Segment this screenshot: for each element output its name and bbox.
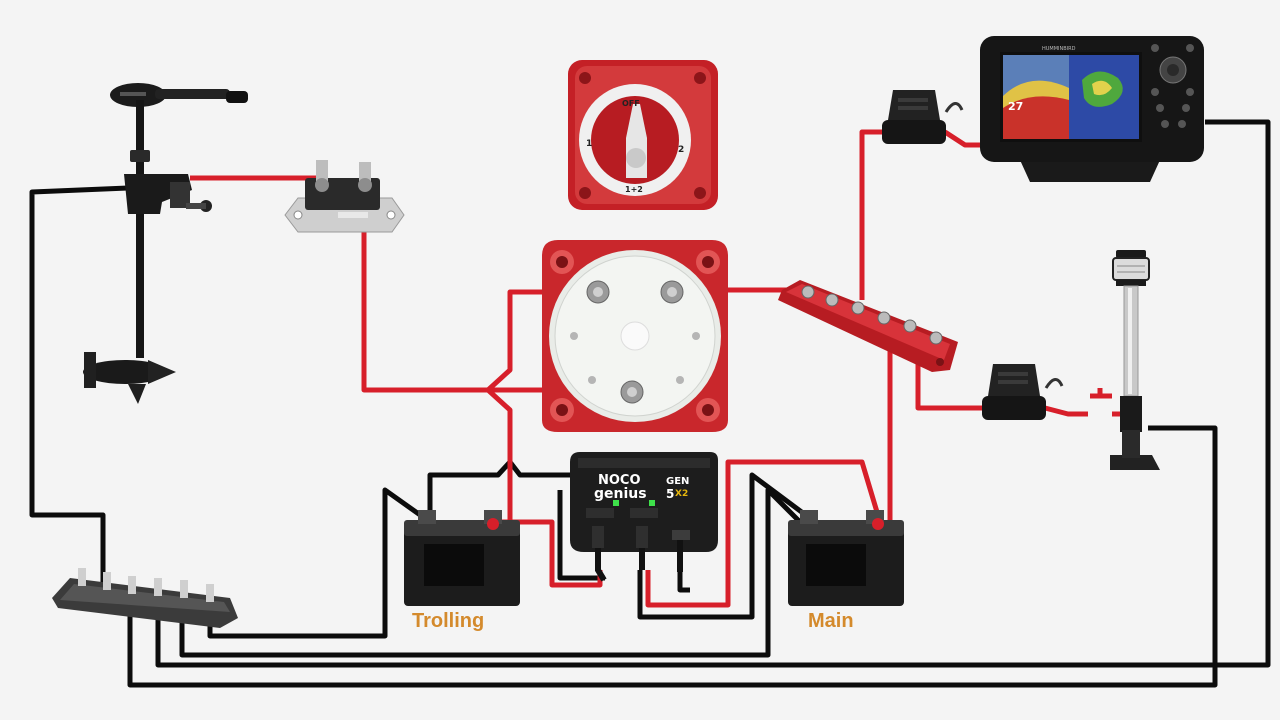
neg-wire-busbar-3 <box>179 487 802 658</box>
neg-wire-trolling-motor <box>29 185 129 585</box>
charger-model-num: 5 <box>666 487 674 501</box>
battery-icon <box>404 510 520 606</box>
main-battery-label: Main <box>808 610 854 632</box>
neg-wire-fishfinder <box>155 119 1271 668</box>
inline-fuse-icon <box>882 90 964 144</box>
battery-charger-icon: NOCO genius GEN 5 X2 <box>570 452 718 582</box>
circuit-breaker-icon <box>284 160 405 233</box>
negative-busbar-icon <box>52 568 238 628</box>
trolling-motor-icon <box>83 83 248 404</box>
neg-wire-navlight <box>127 425 1218 688</box>
neg-wire-trolling-top <box>427 459 620 522</box>
positive-busbar-icon <box>778 280 958 372</box>
pos-wire-charger-trolling <box>495 519 603 588</box>
charger-model: GEN <box>666 476 689 487</box>
navigation-light-icon <box>1110 250 1160 470</box>
charger-brand-bottom: genius <box>594 486 647 502</box>
battery-icon <box>788 510 904 606</box>
charger-brand-top: NOCO <box>598 473 641 488</box>
charger-model-suffix: X2 <box>675 489 688 499</box>
switch-pos1-label: 1 <box>586 139 592 149</box>
pos-wire-busbar-fuse-top <box>859 129 890 300</box>
fishfinder-depth: 27 <box>1008 100 1023 113</box>
switch-pos2-label: 2 <box>678 145 684 155</box>
switch-both-label: 1+2 <box>625 185 643 194</box>
battery-switch-icon <box>542 240 728 432</box>
pos-wire-switch-trolling <box>485 289 598 522</box>
pos-wire-charger-main <box>645 459 883 608</box>
neg-wire-charger-out <box>677 572 690 593</box>
switch-off-label: OFF <box>622 99 640 108</box>
fishfinder-icon: 27 HUMMINBIRD <box>980 36 1204 182</box>
neg-wire-trolling-battery <box>207 487 432 639</box>
pos-wire-fuse-light <box>1044 405 1088 417</box>
battery-selector-switch-icon: OFF 1 2 1+2 <box>568 60 718 210</box>
inline-fuse-icon <box>982 364 1064 420</box>
fishfinder-brand: HUMMINBIRD <box>1042 46 1076 52</box>
trolling-battery-label: Trolling <box>412 610 484 632</box>
neg-wire-charger-bank1 <box>557 490 605 581</box>
neg-wire-charger-bank2-main <box>637 472 817 620</box>
